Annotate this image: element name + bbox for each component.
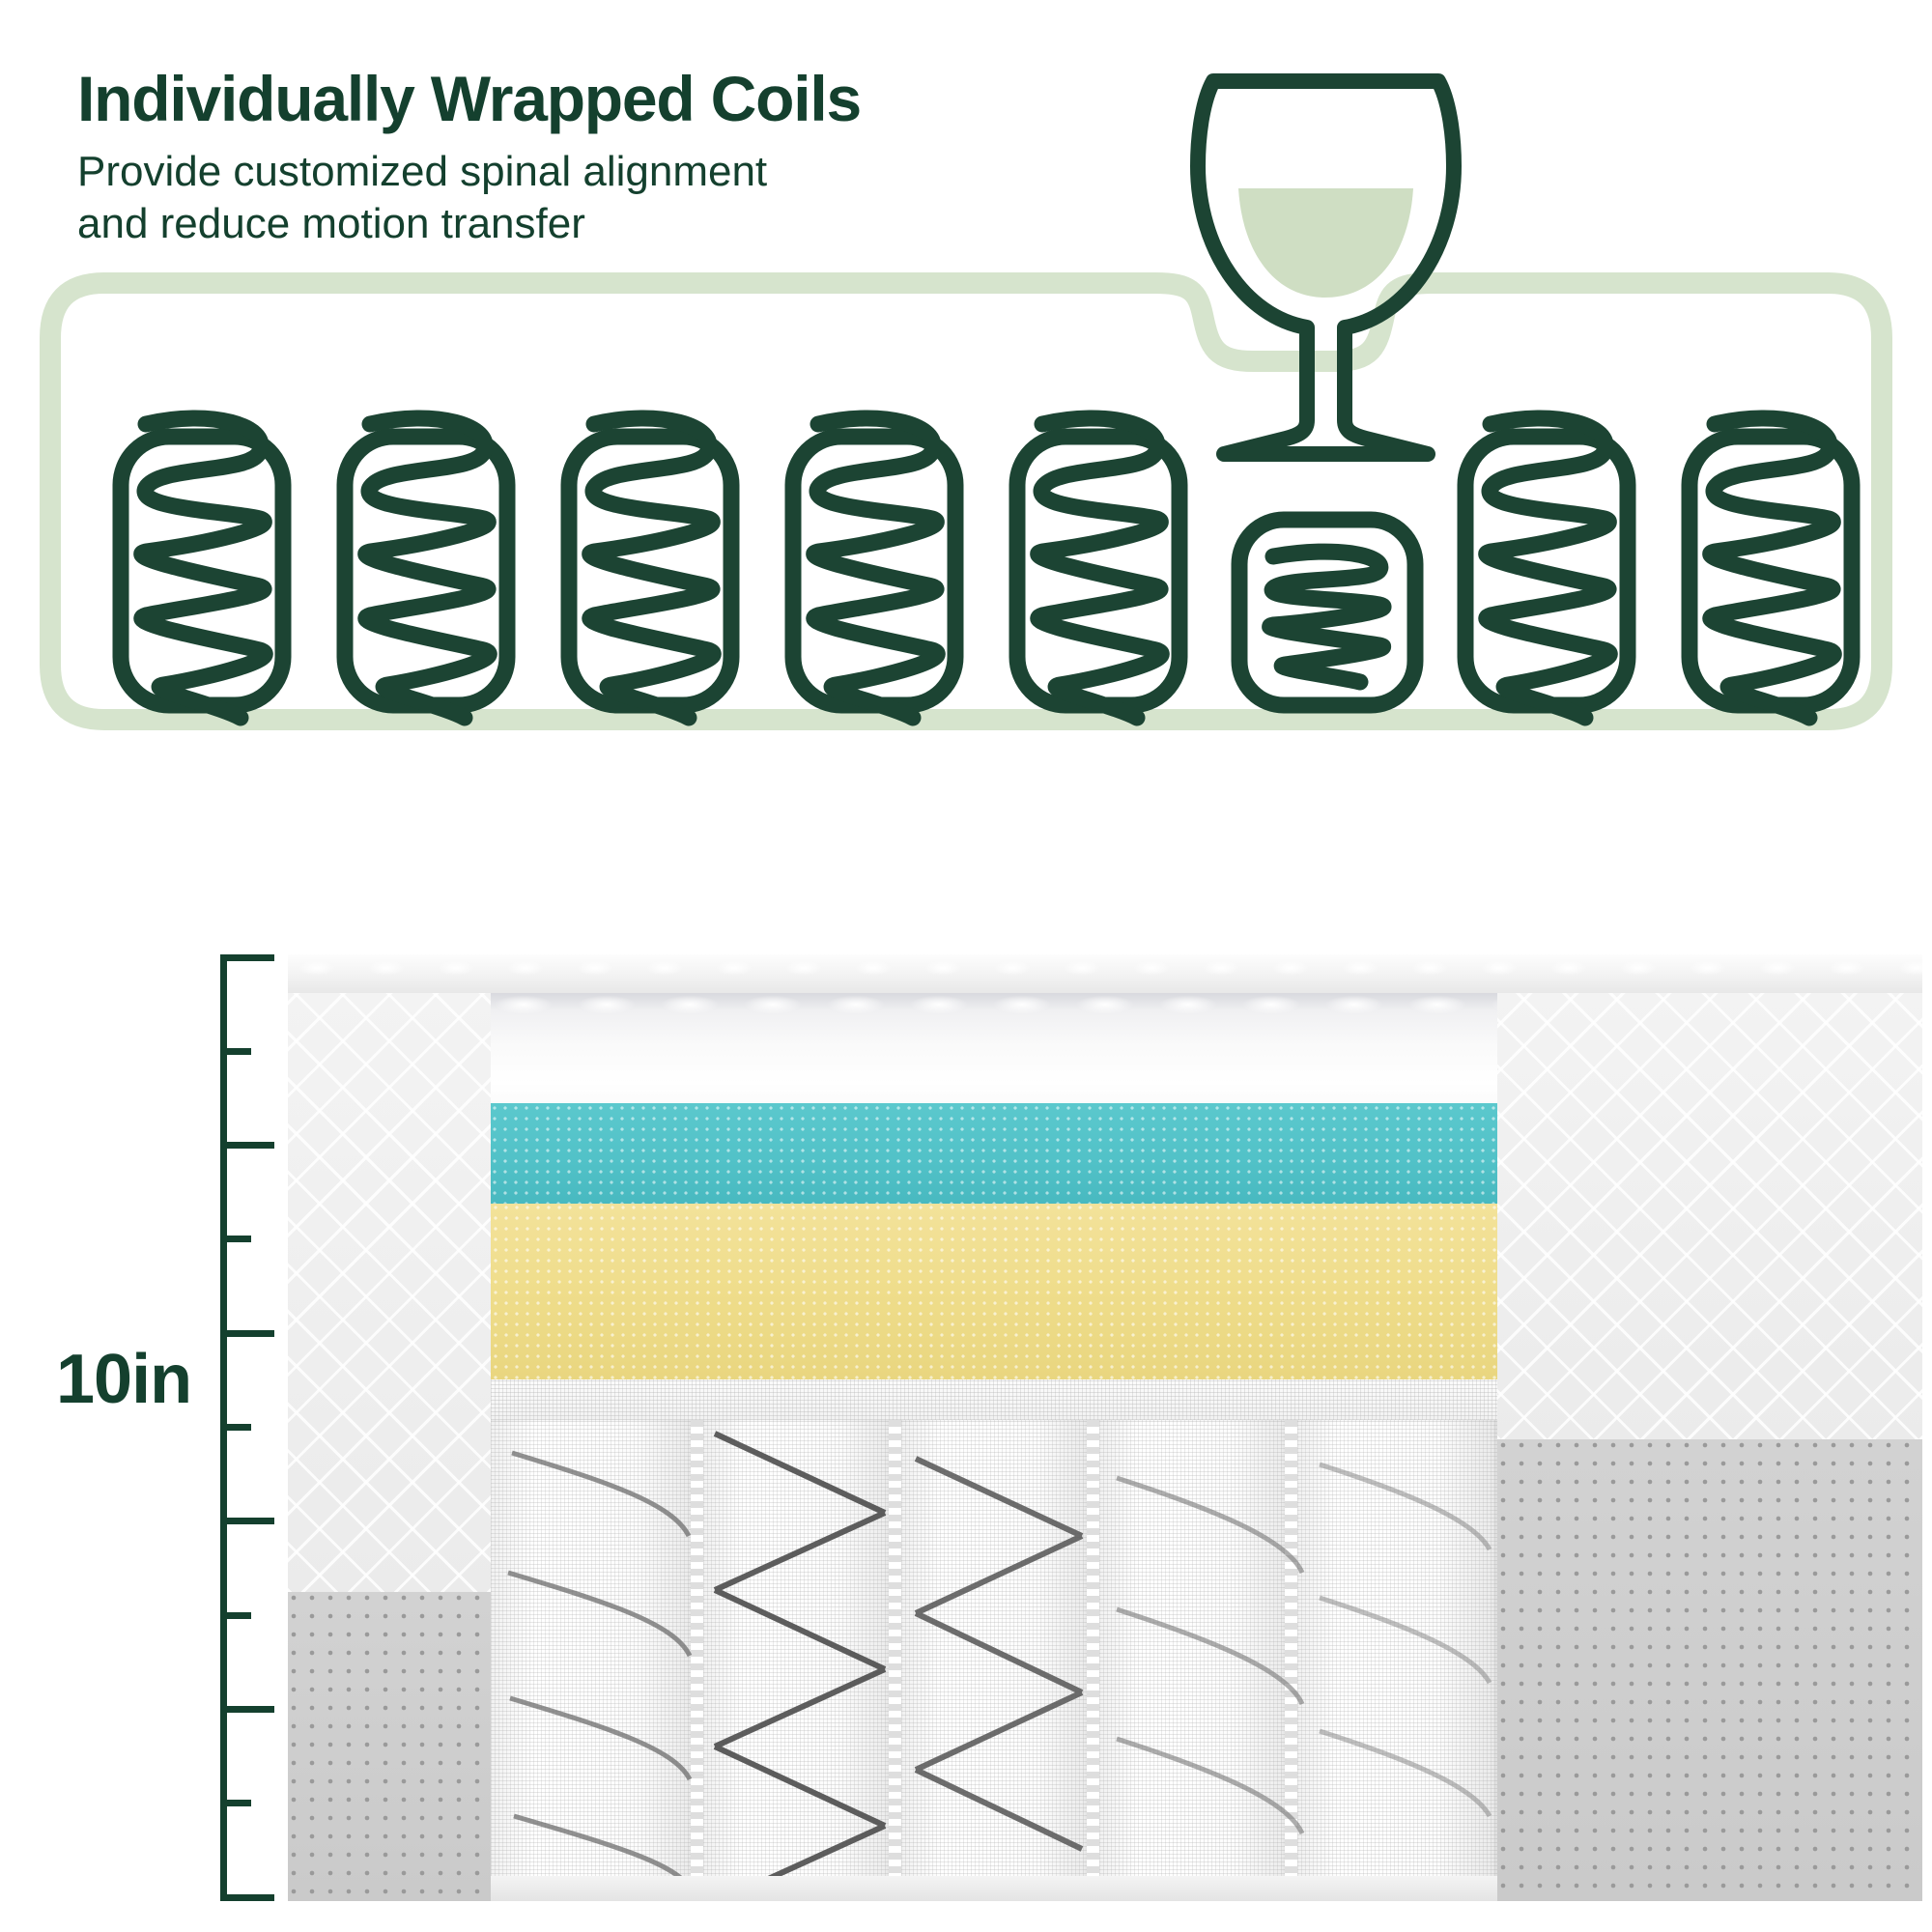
coil-5 (1009, 418, 1188, 718)
pocket-seam (889, 1420, 901, 1901)
page-subtitle: Provide customized spinal alignment and … (77, 146, 1159, 249)
subtitle-line-2: and reduce motion transfer (77, 199, 585, 247)
coil-diagram (40, 73, 1892, 730)
pocket-seam (691, 1420, 703, 1901)
ruler-tick-minor (220, 1048, 251, 1055)
mattress-exterior-right (1497, 993, 1922, 1901)
exterior-side-panel-right (1497, 1439, 1922, 1901)
pocket-coil (901, 1420, 1094, 1901)
ruler-tick-major (220, 1518, 274, 1524)
mattress-quilted-top (288, 954, 1922, 994)
coil-3 (560, 418, 740, 718)
ruler-tick-major (220, 1706, 274, 1713)
mattress-surface-outline (40, 272, 1892, 730)
pocketed-coil-zone (491, 1420, 1497, 1901)
coil-1 (112, 418, 292, 718)
ruler-tick-major (220, 1330, 274, 1337)
pocket-coil (1099, 1420, 1293, 1901)
mattress-cutaway (491, 993, 1497, 1901)
header-block: Individually Wrapped Coils Provide custo… (77, 63, 1159, 250)
ruler-tick-minor (220, 1800, 251, 1806)
pocket-seam (1285, 1420, 1297, 1901)
layer-fiber-wadding (491, 993, 1497, 1103)
mattress-height-label: 10in (56, 1341, 192, 1418)
coil-8 (1681, 418, 1861, 718)
foundation-strip (491, 1876, 1497, 1901)
layer-cooling-gel-foam (491, 1103, 1497, 1204)
mattress-cross-section: 10in (0, 927, 1932, 1901)
subtitle-line-1: Provide customized spinal alignment (77, 148, 768, 196)
coil-7 (1457, 418, 1636, 718)
ruler-tick-minor (220, 1424, 251, 1431)
coil-spring-wires (507, 1431, 1492, 1898)
page-title: Individually Wrapped Coils (77, 63, 862, 134)
coil-2 (336, 418, 516, 718)
ruler-tick-minor (220, 1236, 251, 1242)
coil-6-compressed (1231, 511, 1424, 714)
exterior-quilt-panel-left (288, 993, 491, 1592)
ruler-icon (220, 954, 288, 1901)
mattress-photo (288, 954, 1922, 1901)
layer-support-fabric (491, 1379, 1497, 1420)
layer-comfort-foam (491, 1204, 1497, 1379)
wine-glass-icon (1190, 73, 1462, 462)
mattress-exterior-left (288, 993, 491, 1901)
ruler-tick-major (220, 1894, 274, 1901)
ruler-tick-major (220, 954, 274, 961)
pocket-seam (1087, 1420, 1099, 1901)
coil-4 (784, 418, 964, 718)
exterior-quilt-panel-right (1497, 993, 1922, 1439)
ruler-tick-minor (220, 1612, 251, 1619)
ruler-tick-major (220, 1142, 274, 1149)
exterior-side-panel-left (288, 1592, 491, 1901)
